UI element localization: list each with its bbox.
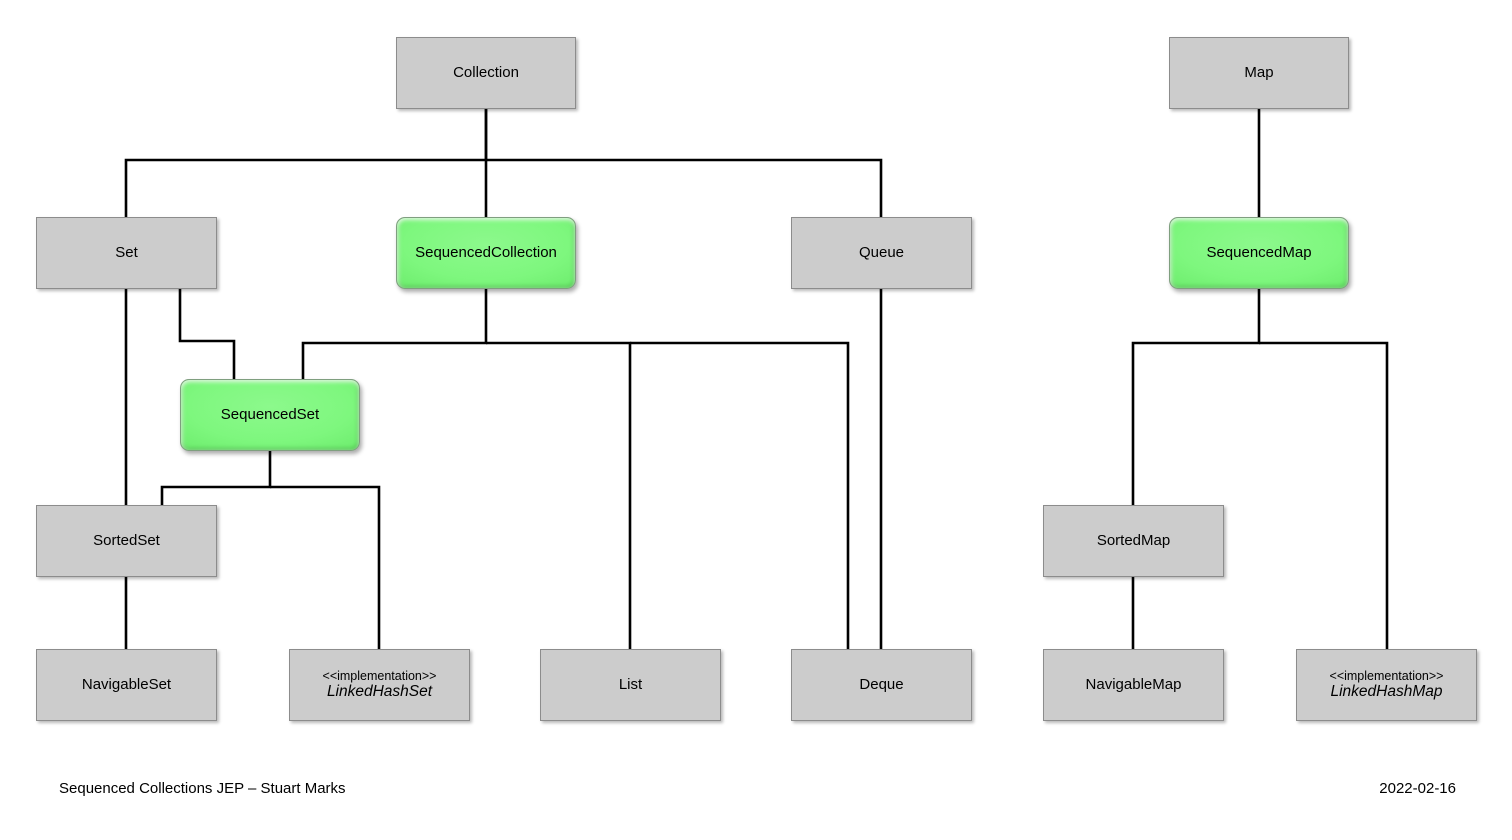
edge-sequencedcollection-to-sequencedset	[301, 289, 488, 379]
node-list[interactable]: List	[540, 649, 721, 721]
node-stereotype: <<implementation>>	[1329, 668, 1444, 683]
node-map[interactable]: Map	[1169, 37, 1349, 109]
node-queue[interactable]: Queue	[791, 217, 972, 289]
node-label: List	[618, 676, 643, 694]
edge-sequencedcollection-to-deque	[630, 341, 850, 649]
edge-sequencedset-to-linkedhashset	[270, 485, 381, 649]
node-sequencedmap[interactable]: SequencedMap	[1169, 217, 1349, 289]
node-collection[interactable]: Collection	[396, 37, 576, 109]
edge-set-to-sequencedset	[178, 289, 236, 379]
node-label: Collection	[453, 64, 519, 82]
edge-collection-to-set	[124, 109, 488, 217]
node-sequencedset[interactable]: SequencedSet	[180, 379, 360, 451]
node-sortedset[interactable]: SortedSet	[36, 505, 217, 577]
edge-sequencedmap-to-sortedmap	[1131, 289, 1261, 505]
footer-date: 2022-02-16	[1379, 780, 1456, 797]
footer-attribution: Sequenced Collections JEP – Stuart Marks	[59, 780, 346, 797]
node-label: SequencedCollection	[415, 244, 557, 262]
edge-sequencedset-to-sortedset	[160, 451, 272, 505]
node-label: SortedSet	[93, 532, 160, 550]
node-stereotype: <<implementation>>	[322, 668, 437, 683]
edge-sequencedmap-to-linkedhashmap	[1259, 341, 1389, 649]
node-label: LinkedHashSet	[326, 683, 433, 701]
edge-sequencedcollection-to-list	[486, 341, 632, 649]
node-label: Set	[115, 244, 138, 262]
node-label: Map	[1244, 64, 1274, 82]
node-sortedmap[interactable]: SortedMap	[1043, 505, 1224, 577]
node-label: LinkedHashMap	[1330, 683, 1443, 701]
node-label: NavigableMap	[1085, 676, 1182, 694]
node-navigableset[interactable]: NavigableSet	[36, 649, 217, 721]
node-linkedhashset[interactable]: <<implementation>>LinkedHashSet	[289, 649, 470, 721]
node-sequencedcollection[interactable]: SequencedCollection	[396, 217, 576, 289]
node-set[interactable]: Set	[36, 217, 217, 289]
node-navigablemap[interactable]: NavigableMap	[1043, 649, 1224, 721]
node-deque[interactable]: Deque	[791, 649, 972, 721]
node-label: Queue	[858, 244, 905, 262]
node-label: SortedMap	[1096, 532, 1171, 550]
node-label: SequencedSet	[220, 406, 320, 424]
node-label: NavigableSet	[81, 676, 172, 694]
node-label: SequencedMap	[1206, 244, 1312, 262]
edge-collection-to-queue	[486, 158, 883, 217]
node-linkedhashmap[interactable]: <<implementation>>LinkedHashMap	[1296, 649, 1477, 721]
node-label: Deque	[859, 676, 904, 694]
